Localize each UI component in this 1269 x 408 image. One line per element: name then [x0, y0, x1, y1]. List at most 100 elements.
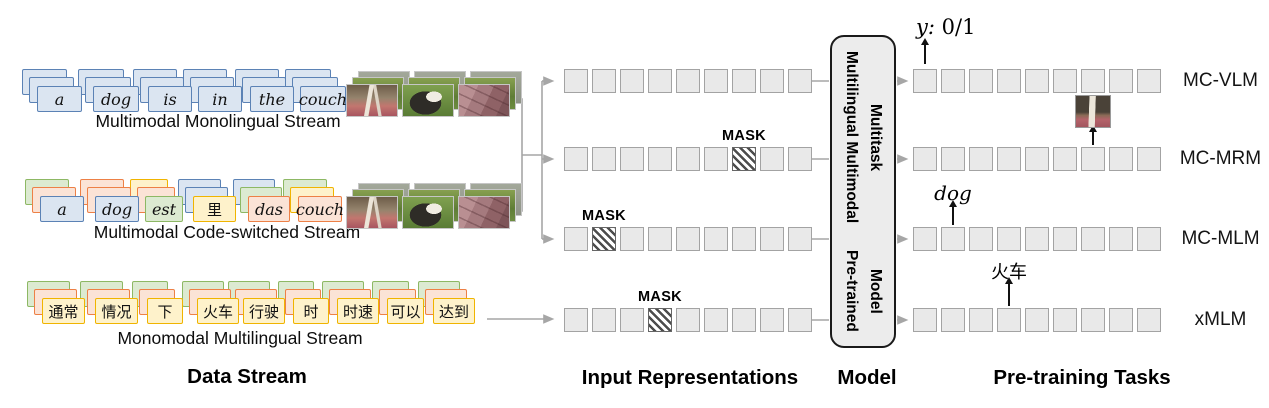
task-label-MC-MRM: MC-MRM: [1179, 148, 1262, 169]
token-box: [564, 147, 588, 171]
task-token-box: [969, 69, 993, 93]
token-box: [620, 308, 644, 332]
task-token-box: [1053, 147, 1077, 171]
video-thumbnail-couch: [458, 84, 510, 117]
token-box: [732, 227, 756, 251]
mask-label: MASK: [638, 289, 682, 305]
token-box: [704, 69, 728, 93]
task-token-box: [1053, 308, 1077, 332]
token-card-下: 下: [147, 298, 183, 324]
model-name-line1: Multilingual Multimodal Multitask: [843, 51, 884, 224]
token-card-时: 时: [293, 298, 329, 324]
token-box: [564, 227, 588, 251]
token-box: [592, 308, 616, 332]
token-box: [760, 69, 784, 93]
task-token-box: [1137, 308, 1161, 332]
task-label-MC-VLM: MC-VLM: [1183, 70, 1258, 91]
annotation-火车: 火车: [991, 262, 1027, 283]
token-box: [760, 308, 784, 332]
task-token-box: [941, 308, 965, 332]
token-card-a: a: [40, 196, 84, 222]
task-token-box: [1081, 69, 1105, 93]
token-card-couch: couch: [299, 86, 347, 112]
token-box: [620, 147, 644, 171]
token-card-情况: 情况: [95, 298, 138, 324]
masked-token-box: [592, 227, 616, 251]
task-token-box: [1053, 227, 1077, 251]
task-token-box: [1109, 147, 1133, 171]
video-thumbnail-dog-legs: [346, 196, 398, 229]
token-card-the: the: [250, 86, 294, 112]
token-card-达到: 达到: [433, 298, 475, 324]
token-box: [648, 69, 672, 93]
token-box: [592, 69, 616, 93]
task-token-box: [913, 69, 937, 93]
annotation-arrow: [920, 38, 929, 64]
stream-label-code-switched: Multimodal Code-switched Stream: [93, 222, 361, 242]
task-token-box: [913, 308, 937, 332]
token-card-火车: 火车: [197, 298, 239, 324]
token-box: [732, 69, 756, 93]
token-card-dog: dog: [95, 196, 139, 222]
task-token-box: [1025, 227, 1049, 251]
token-box: [704, 147, 728, 171]
token-box: [788, 227, 812, 251]
task-token-box: [997, 147, 1021, 171]
task-token-box: [1025, 308, 1049, 332]
video-thumbnail-dog-on-grass: [402, 84, 454, 117]
token-box: [676, 69, 700, 93]
token-card-通常: 通常: [42, 298, 85, 324]
task-token-box: [1025, 147, 1049, 171]
token-box: [592, 147, 616, 171]
task-token-box: [969, 147, 993, 171]
section-label-input-representations: Input Representations: [581, 366, 799, 389]
token-box: [676, 308, 700, 332]
task-token-box: [1109, 308, 1133, 332]
task-token-box: [1137, 69, 1161, 93]
masked-token-box: [732, 147, 756, 171]
section-label-pretraining-tasks: Pre-training Tasks: [993, 366, 1171, 389]
token-card-das: das: [248, 196, 290, 222]
token-card-a: a: [37, 86, 82, 112]
task-token-box: [941, 69, 965, 93]
video-thumbnail-couch: [458, 196, 510, 229]
token-card-dog: dog: [93, 86, 139, 112]
token-box: [620, 69, 644, 93]
annotation-y: 0/1: y: 0/1: [916, 15, 976, 39]
task-token-box: [1137, 227, 1161, 251]
model-name-line2: Pre-trained Model: [843, 250, 884, 332]
token-box: [788, 147, 812, 171]
video-patch-image: [1075, 95, 1111, 128]
token-box: [564, 308, 588, 332]
token-box: [676, 227, 700, 251]
token-card-is: is: [148, 86, 192, 112]
task-token-box: [913, 227, 937, 251]
stream-label-multilingual: Monomodal Multilingual Stream: [117, 328, 363, 348]
annotation-dog: dog: [934, 181, 972, 205]
task-label-MC-MLM: MC-MLM: [1181, 228, 1260, 249]
annotation-arrow: [1004, 277, 1013, 306]
token-box: [760, 147, 784, 171]
task-token-box: [941, 147, 965, 171]
task-token-box: [997, 227, 1021, 251]
section-label-model: Model: [837, 366, 897, 389]
task-token-box: [1137, 147, 1161, 171]
task-token-box: [969, 227, 993, 251]
token-box: [732, 308, 756, 332]
task-token-box: [1081, 147, 1105, 171]
token-box: [704, 227, 728, 251]
token-card-est: est: [145, 196, 183, 222]
task-token-box: [1053, 69, 1077, 93]
token-card-in: in: [198, 86, 242, 112]
token-card-时速: 时速: [337, 298, 379, 324]
mask-label: MASK: [582, 208, 626, 224]
task-token-box: [997, 308, 1021, 332]
token-box: [648, 147, 672, 171]
token-box: [648, 227, 672, 251]
task-token-box: [1109, 69, 1133, 93]
task-token-box: [941, 227, 965, 251]
video-thumbnail-dog-legs: [346, 84, 398, 117]
mask-label: MASK: [722, 128, 766, 144]
token-card-可以: 可以: [387, 298, 424, 324]
